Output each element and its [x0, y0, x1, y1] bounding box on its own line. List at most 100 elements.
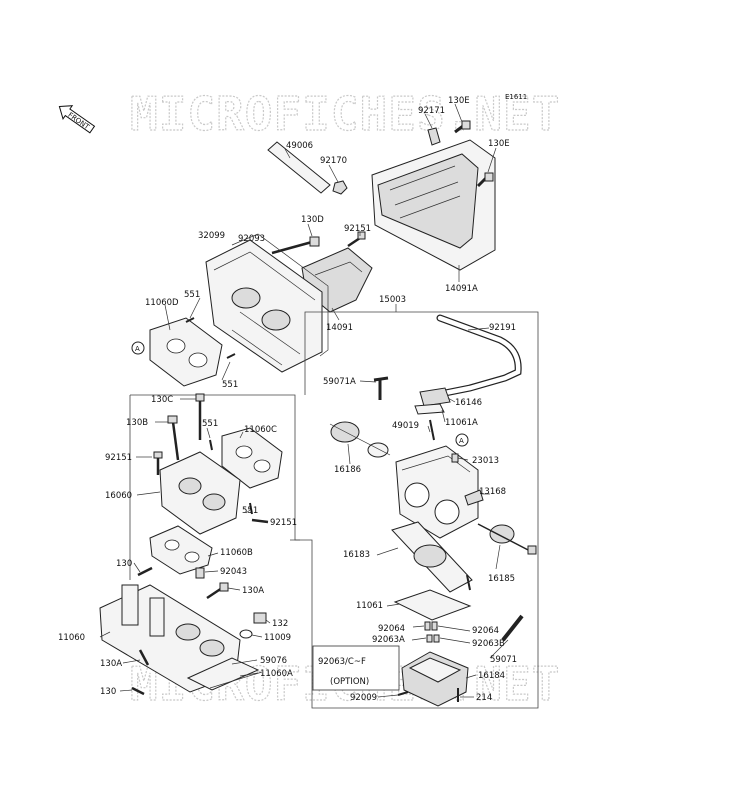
label-130a-a: 130A [242, 586, 264, 596]
label-59071a: 59071A [323, 377, 356, 387]
bolt-130 [137, 566, 153, 577]
part-labels: 130E 92171 130E 49006 92170 130D 92151 3… [58, 96, 517, 703]
gasket-11061 [393, 589, 472, 621]
label-92043: 92043 [220, 567, 247, 577]
insulator-16060 [159, 451, 241, 535]
float-16183 [391, 521, 473, 593]
label-92063a: 92063A [372, 635, 405, 645]
label-130: 130 [116, 559, 132, 569]
bolt-130-bottom [131, 686, 145, 696]
label-92064-a: 92064 [378, 624, 405, 634]
label-130e-b: 130E [488, 139, 510, 149]
pin-551-c [209, 439, 213, 451]
label-14091a: 14091A [445, 284, 478, 294]
bolt-130a-bottom [138, 649, 150, 666]
option-box: 92063/C~F (OPTION) [312, 645, 400, 691]
bolt-130e [454, 120, 494, 188]
label-92151-b: 92151 [105, 453, 132, 463]
label-14091: 14091 [326, 323, 353, 333]
label-551-c: 551 [202, 419, 218, 429]
screw-92009 [397, 691, 409, 696]
label-15003: 15003 [379, 295, 406, 305]
label-16185: 16185 [488, 574, 515, 584]
option-label: (OPTION) [330, 677, 369, 687]
bracket-13168 [464, 489, 484, 506]
option-part: 92063/C~F [318, 657, 366, 667]
plug-132 [253, 612, 267, 624]
watermark-top: MICROFICHES.NET [130, 87, 560, 141]
bracket-16146 [419, 387, 451, 407]
label-16183: 16183 [343, 550, 370, 560]
callout-a-left: A [131, 341, 145, 355]
bolt-92151-top [347, 231, 366, 248]
label-11060c: 11060C [244, 425, 277, 435]
linkage-16185 [477, 523, 537, 555]
label-16146: 16146 [455, 398, 482, 408]
gasket-11060b [149, 525, 213, 575]
label-92171: 92171 [418, 106, 445, 116]
float-bowl-16184 [401, 651, 469, 707]
label-551-d: 551 [242, 506, 258, 516]
bolt-130d [271, 236, 320, 255]
gasket-92093 [231, 233, 329, 357]
label-11061: 11061 [356, 601, 383, 611]
screw-23013 [451, 453, 459, 463]
label-23013: 23013 [472, 456, 499, 466]
label-92191: 92191 [489, 323, 516, 333]
manifold-11060 [99, 584, 241, 693]
carburetor-body [395, 445, 479, 539]
air-cleaner-cover [371, 139, 496, 271]
nut-92170 [332, 180, 348, 195]
label-11060a: 11060A [260, 669, 293, 679]
label-551-b: 551 [222, 380, 238, 390]
label-92009: 92009 [350, 693, 377, 703]
pin-551-b [226, 353, 236, 359]
svg-text:A: A [459, 437, 464, 445]
label-13168: 13168 [479, 487, 506, 497]
label-11060d: 11060D [145, 298, 179, 308]
svg-text:A: A [135, 345, 140, 353]
label-92170: 92170 [320, 156, 347, 166]
pipe-49006 [267, 141, 331, 194]
label-92093: 92093 [238, 234, 265, 244]
label-16060: 16060 [105, 491, 132, 501]
label-92151-a: 92151 [344, 224, 371, 234]
label-11060b: 11060B [220, 548, 253, 558]
label-49019: 49019 [392, 421, 419, 431]
label-92064-b: 92064 [472, 626, 499, 636]
label-11060: 11060 [58, 633, 85, 643]
label-16184: 16184 [478, 671, 505, 681]
clip-92171 [427, 127, 441, 146]
label-32099: 32099 [198, 231, 225, 241]
gasket-11060a [186, 657, 263, 691]
front-arrow-icon: FRONT [58, 105, 96, 134]
label-59076: 59076 [260, 656, 287, 666]
label-49006: 49006 [286, 141, 313, 151]
label-132: 132 [272, 619, 288, 629]
jets [424, 621, 440, 643]
fitting-59071 [501, 614, 524, 642]
label-92063b: 92063B [472, 639, 505, 649]
label-11061a: 11061A [445, 418, 478, 428]
label-130a-b: 130A [100, 659, 122, 669]
pin-551-d [249, 502, 253, 515]
label-130e-a: 130E [448, 96, 470, 106]
diagram-code: E1611 [505, 93, 527, 101]
leader-lines [99, 103, 509, 698]
label-59071: 59071 [490, 655, 517, 665]
left-frame [129, 394, 300, 580]
bolt-130b [171, 421, 180, 461]
gasket-11060c [221, 427, 283, 489]
label-16186: 16186 [334, 465, 361, 475]
fitting-59071a [373, 376, 389, 400]
label-130c: 130C [151, 395, 173, 405]
label-130b: 130B [126, 418, 148, 428]
label-214: 214 [476, 693, 492, 703]
carburetor-frame [290, 311, 539, 709]
label-92151-c: 92151 [270, 518, 297, 528]
pin-49019 [429, 419, 435, 441]
bolt-92151-right [251, 518, 269, 524]
label-11009: 11009 [264, 633, 291, 643]
